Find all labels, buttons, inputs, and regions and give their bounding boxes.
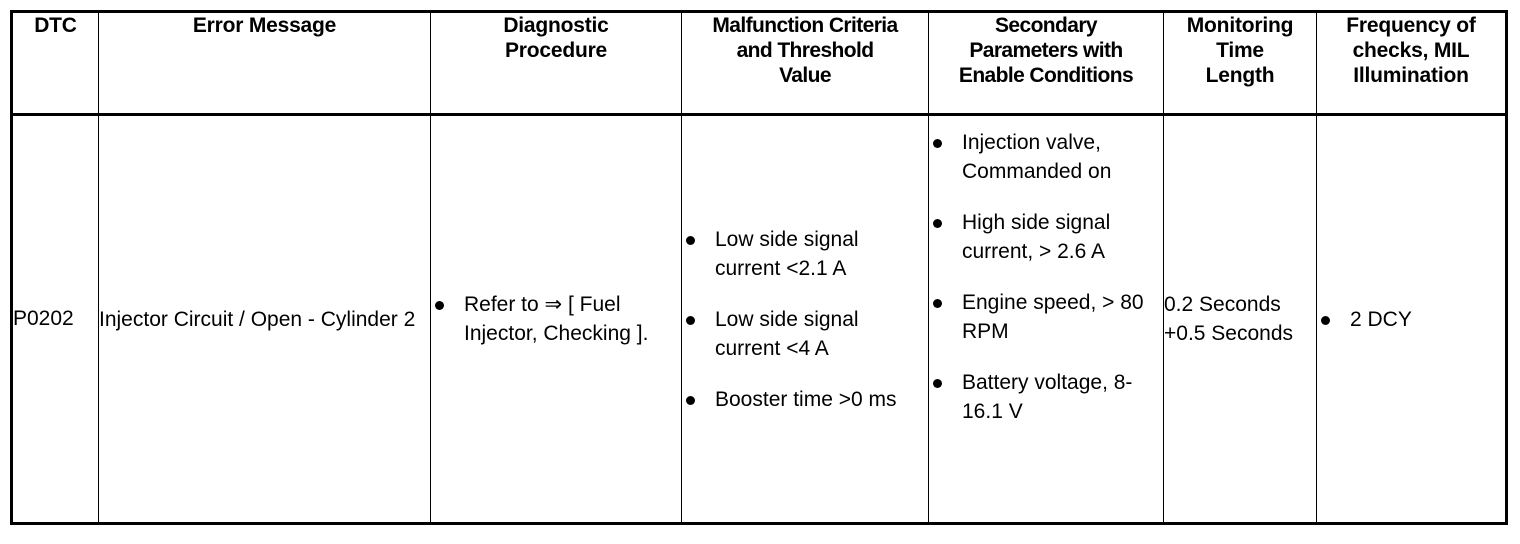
header-row: DTC Error Message Diagnostic Procedure M… (11, 11, 1507, 116)
cell-monitoring-time-length: 0.2 Seconds +0.5 Seconds (1163, 114, 1317, 524)
cell-diagnostic-procedure: Refer to ⇒ [ Fuel Injector, Checking ]. (430, 114, 682, 524)
header-text-diagnostic-line1: Diagnostic (503, 14, 609, 37)
header-text-secondary-line1: Secondary (995, 14, 1098, 37)
frequency-of-checks-list: 2 DCY (1317, 305, 1505, 334)
malfunction-criteria-item-2: Booster time >0 ms (715, 387, 897, 411)
frequency-of-checks-item-0: 2 DCY (1350, 307, 1412, 331)
header-text-frequency-line2: checks, MIL (1352, 39, 1470, 62)
cell-malfunction-criteria: Low side signal current <2.1 A Low side … (681, 114, 929, 524)
column-header-frequency-of-checks: Frequency of checks, MIL Illumination (1316, 11, 1507, 116)
list-item: Injection valve, Commanded on (929, 128, 1163, 186)
list-item: Low side signal current <2.1 A (682, 225, 928, 283)
header-text-secondary-line3: Enable Conditions (958, 64, 1134, 87)
bullet-icon (933, 219, 942, 228)
table-row: P0202 Injector Circuit / Open - Cylinder… (11, 114, 1507, 524)
bullet-icon (686, 315, 695, 325)
bullet-icon (686, 395, 695, 405)
header-text-malfunction-line3: Value (779, 64, 831, 87)
column-header-malfunction-criteria: Malfunction Criteria and Threshold Value (681, 11, 929, 116)
header-text-monitoring-line3: Length (1205, 64, 1275, 87)
column-header-monitoring-time-length: Monitoring Time Length (1163, 11, 1317, 116)
secondary-parameters-item-0: Injection valve, Commanded on (962, 131, 1112, 183)
table-header: DTC Error Message Diagnostic Procedure M… (11, 11, 1507, 116)
list-item: Booster time >0 ms (682, 385, 928, 414)
column-header-dtc: DTC (11, 11, 99, 116)
secondary-parameters-item-1: High side signal current, > 2.6 A (962, 211, 1111, 263)
dtc-diagnostic-table: DTC Error Message Diagnostic Procedure M… (10, 10, 1508, 525)
header-text-malfunction-line1: Malfunction Criteria (712, 14, 898, 37)
dtc-code-value: P0202 (13, 307, 74, 330)
header-text-frequency-line1: Frequency of (1346, 14, 1476, 37)
cell-error-message: Injector Circuit / Open - Cylinder 2 (98, 114, 431, 524)
secondary-parameters-list: Injection valve, Commanded on High side … (929, 128, 1163, 426)
malfunction-criteria-list: Low side signal current <2.1 A Low side … (682, 225, 928, 414)
column-header-diagnostic-procedure: Diagnostic Procedure (430, 11, 682, 116)
header-text-frequency-line3: Illumination (1353, 64, 1469, 87)
secondary-parameters-item-3: Battery voltage, 8-16.1 V (962, 371, 1133, 423)
cell-dtc: P0202 (11, 114, 99, 524)
bullet-icon (1321, 315, 1330, 325)
header-text-malfunction-line2: and Threshold (736, 39, 874, 62)
bullet-icon (933, 299, 942, 308)
error-message-value: Injector Circuit / Open - Cylinder 2 (99, 307, 416, 331)
monitoring-time-length-value: 0.2 Seconds +0.5 Seconds (1164, 293, 1294, 345)
bullet-icon (933, 139, 942, 148)
bullet-icon (686, 235, 695, 245)
header-text-secondary-line2: Parameters with (969, 39, 1123, 62)
table-body: P0202 Injector Circuit / Open - Cylinder… (11, 114, 1507, 524)
list-item: Refer to ⇒ [ Fuel Injector, Checking ]. (431, 290, 681, 348)
list-item: Battery voltage, 8-16.1 V (929, 368, 1163, 426)
header-text-dtc: DTC (34, 14, 77, 37)
diagnostic-procedure-list: Refer to ⇒ [ Fuel Injector, Checking ]. (431, 290, 681, 348)
cell-secondary-parameters: Injection valve, Commanded on High side … (928, 114, 1164, 524)
list-item: 2 DCY (1317, 305, 1505, 334)
column-header-error-message: Error Message (98, 11, 431, 116)
diagnostic-procedure-item-0: Refer to ⇒ [ Fuel Injector, Checking ]. (464, 293, 649, 345)
list-item: High side signal current, > 2.6 A (929, 208, 1163, 266)
secondary-parameters-wrapper: Injection valve, Commanded on High side … (929, 116, 1163, 426)
bullet-icon (933, 379, 942, 388)
header-text-monitoring-line1: Monitoring (1186, 14, 1294, 37)
malfunction-criteria-item-1: Low side signal current <4 A (715, 307, 859, 360)
secondary-parameters-item-2: Engine speed, > 80 RPM (962, 291, 1144, 343)
header-text-monitoring-line2: Time (1216, 39, 1264, 62)
header-text-diagnostic-line2: Procedure (504, 39, 608, 62)
header-text-error-message: Error Message (192, 14, 337, 37)
malfunction-criteria-item-0: Low side signal current <2.1 A (715, 227, 859, 280)
bullet-icon (435, 301, 444, 310)
column-header-secondary-parameters: Secondary Parameters with Enable Conditi… (928, 11, 1164, 116)
list-item: Engine speed, > 80 RPM (929, 288, 1163, 346)
cell-frequency-of-checks: 2 DCY (1316, 114, 1507, 524)
list-item: Low side signal current <4 A (682, 305, 928, 363)
